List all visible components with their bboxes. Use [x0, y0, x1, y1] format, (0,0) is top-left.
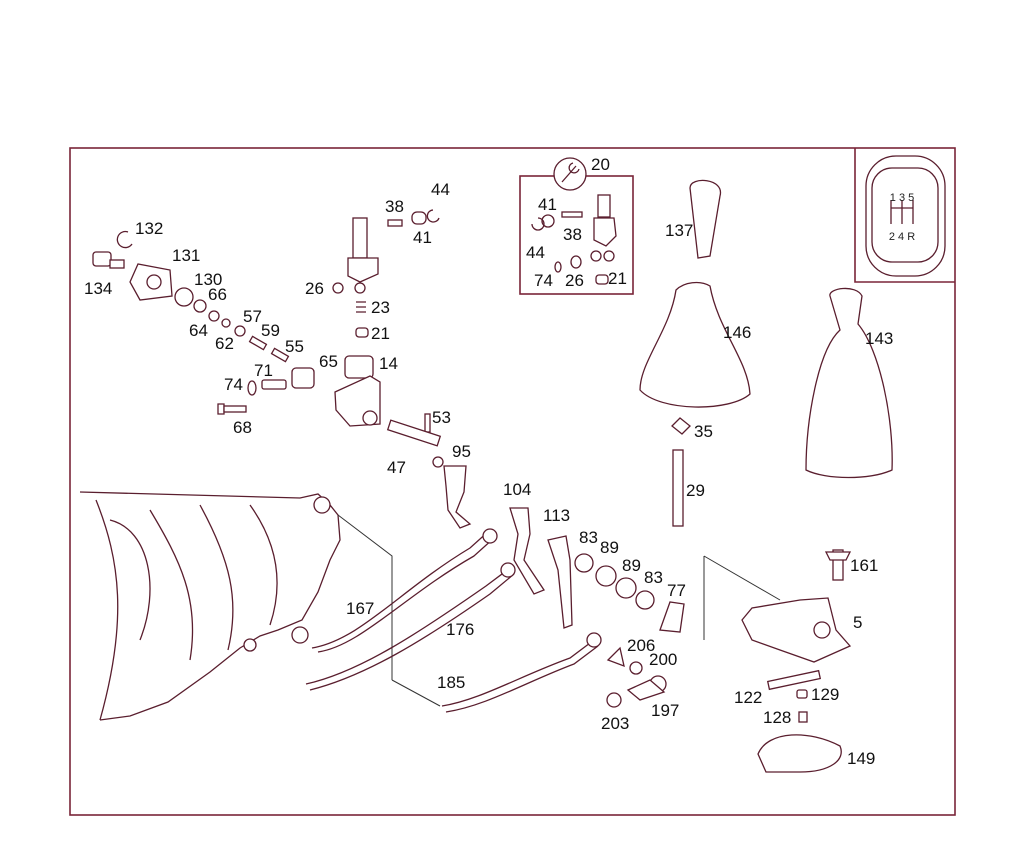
label-134: 134 — [84, 279, 112, 298]
transmission-housing — [79, 491, 393, 721]
label-83a: 83 — [579, 528, 598, 547]
label-128: 128 — [763, 708, 791, 727]
label-64: 64 — [189, 321, 208, 340]
label-161: 161 — [850, 556, 878, 575]
label-74b: 74 — [224, 375, 243, 394]
washers — [574, 553, 685, 708]
shift-pattern-bottom: 2 4 R — [889, 231, 915, 243]
label-68: 68 — [233, 418, 252, 437]
label-122: 122 — [734, 688, 762, 707]
label-197: 197 — [651, 701, 679, 720]
shift-linkage — [305, 465, 602, 713]
label-29: 29 — [686, 481, 705, 500]
repair-kit-box — [519, 157, 634, 295]
diagram-frame — [69, 147, 956, 816]
label-74a: 74 — [534, 271, 553, 290]
label-44a: 44 — [526, 243, 545, 262]
label-185: 185 — [437, 673, 465, 692]
label-55: 55 — [285, 337, 304, 356]
label-20: 20 — [591, 155, 610, 174]
wrench-icon — [553, 157, 587, 191]
label-95: 95 — [452, 442, 471, 461]
label-62: 62 — [215, 334, 234, 353]
label-44b: 44 — [431, 180, 450, 199]
selector-parts — [92, 230, 315, 415]
label-89a: 89 — [600, 538, 619, 557]
label-38a: 38 — [563, 225, 582, 244]
label-89b: 89 — [622, 556, 641, 575]
label-129: 129 — [811, 685, 839, 704]
label-35: 35 — [694, 422, 713, 441]
label-41a: 41 — [538, 195, 557, 214]
shift-pattern-top: 1 3 5 — [890, 192, 914, 204]
label-137: 137 — [665, 221, 693, 240]
label-146: 146 — [723, 323, 751, 342]
shift-bracket — [703, 549, 852, 773]
label-66: 66 — [208, 285, 227, 304]
label-26b: 26 — [305, 279, 324, 298]
label-71: 71 — [254, 361, 273, 380]
shift-knob-and-boots — [639, 179, 893, 527]
shift-housing — [332, 209, 444, 468]
part-number-labels: 20 41 38 44 74 26 21 38 44 41 26 23 21 1… — [84, 155, 893, 768]
label-113: 113 — [543, 506, 570, 525]
label-149: 149 — [847, 749, 875, 768]
label-167: 167 — [346, 599, 374, 618]
shift-pattern-inset: 1 3 5 2 4 R — [854, 148, 955, 283]
label-130: 130 — [194, 270, 222, 289]
label-203: 203 — [601, 714, 629, 733]
label-23: 23 — [371, 298, 390, 317]
label-206: 206 — [627, 636, 655, 655]
label-104: 104 — [503, 480, 531, 499]
label-131: 131 — [172, 246, 200, 265]
label-41b: 41 — [413, 228, 432, 247]
label-14: 14 — [379, 354, 398, 373]
label-132: 132 — [135, 219, 163, 238]
label-26a: 26 — [565, 271, 584, 290]
label-38b: 38 — [385, 197, 404, 216]
shift-pattern-icon — [890, 200, 914, 224]
label-21a: 21 — [608, 269, 627, 288]
label-59: 59 — [261, 321, 280, 340]
label-200: 200 — [649, 650, 677, 669]
label-53: 53 — [432, 408, 451, 427]
label-47: 47 — [387, 458, 406, 477]
label-176: 176 — [446, 620, 474, 639]
label-77: 77 — [667, 581, 686, 600]
label-65: 65 — [319, 352, 338, 371]
label-57: 57 — [243, 307, 262, 326]
label-5: 5 — [853, 613, 862, 632]
label-143: 143 — [865, 329, 893, 348]
label-83b: 83 — [644, 568, 663, 587]
label-21b: 21 — [371, 324, 390, 343]
